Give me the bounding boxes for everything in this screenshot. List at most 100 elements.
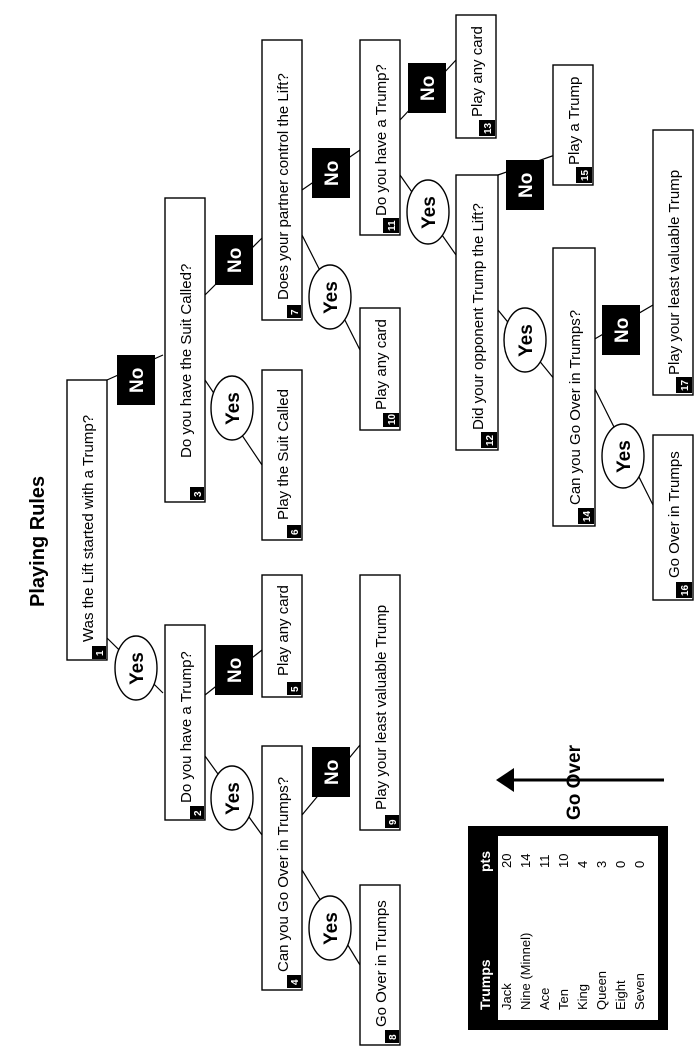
yes-label-4: Yes (308, 895, 352, 961)
node-9-number: 9 (388, 819, 399, 825)
node-10-number: 10 (387, 413, 398, 425)
node-2-number: 2 (193, 810, 204, 816)
node-9-badge-bg (385, 815, 399, 828)
node-17-text: Play your least valuable Trump (666, 170, 683, 375)
legend-row-name: Eight (613, 980, 628, 1010)
legend-row-pts: 20 (499, 854, 514, 868)
yes-oval (308, 264, 352, 330)
legend-row-name: Seven (632, 973, 647, 1010)
no-label-4: No (312, 747, 350, 797)
node-4-number: 4 (290, 979, 301, 985)
no-box (602, 305, 640, 355)
node-13-badge-bg (479, 120, 495, 136)
yes-text: Yes (223, 782, 244, 815)
node-8-number: 8 (388, 1034, 399, 1040)
node-7-number: 7 (290, 309, 301, 315)
node-17-box (652, 129, 694, 396)
yes-text: Yes (614, 440, 635, 473)
no-label-14: No (602, 305, 640, 355)
node-6-badge-bg (287, 525, 301, 538)
node-10: Play any card 10 (359, 307, 401, 431)
no-text: No (418, 76, 439, 101)
legend-body (498, 836, 658, 1020)
no-text: No (322, 161, 343, 186)
no-label-1: No (117, 355, 155, 405)
yes-label-7: Yes (308, 264, 352, 330)
node-10-box (359, 307, 401, 431)
node-15-text: Play a Trump (566, 77, 583, 165)
node-16-badge-bg (676, 582, 692, 598)
no-box (215, 235, 253, 285)
yes-label-14: Yes (601, 423, 645, 489)
node-7-box (261, 39, 303, 321)
node-14-text: Can you Go Over in Trumps? (567, 310, 584, 505)
no-label-12: No (506, 160, 544, 210)
legend-row-pts: 4 (575, 861, 590, 868)
no-label-11: No (408, 63, 446, 113)
node-5-text: Play any card (275, 585, 292, 676)
yes-oval (210, 375, 254, 441)
node-6-box (261, 369, 303, 541)
node-1: Was the Lift started with a Trump? 1 (66, 379, 108, 661)
yes-oval (210, 765, 254, 831)
no-box (215, 645, 253, 695)
node-14-badge-bg (578, 508, 594, 524)
node-6-number: 6 (290, 529, 301, 535)
node-3: Do you have the Suit Called? 3 (164, 197, 206, 503)
node-2: Do you have a Trump? 2 (164, 624, 206, 821)
node-8: Go Over in Trumps 8 (359, 884, 401, 1046)
node-2-text: Do you have a Trump? (178, 651, 195, 803)
page-title: Playing Rules (27, 476, 49, 607)
node-13-text: Play any card (469, 26, 486, 117)
yes-label-2: Yes (210, 765, 254, 831)
node-14: Can you Go Over in Trumps? 14 (552, 247, 596, 527)
legend-header-pts: pts (477, 851, 493, 872)
node-5: Play any card 5 (261, 574, 303, 698)
no-text: No (612, 318, 633, 343)
node-5-badge-bg (287, 682, 301, 695)
node-3-number: 3 (193, 491, 204, 497)
node-15-badge-bg (576, 167, 592, 183)
yes-text: Yes (223, 392, 244, 425)
no-text: No (225, 658, 246, 683)
no-label-3: No (215, 235, 253, 285)
node-16-number: 16 (680, 584, 691, 596)
no-text: No (516, 173, 537, 198)
yes-oval (308, 895, 352, 961)
node-11-text: Do you have a Trump? (373, 64, 390, 216)
node-11-number: 11 (387, 220, 398, 231)
yes-oval (601, 423, 645, 489)
node-4-badge-bg (287, 975, 301, 988)
no-box (312, 148, 350, 198)
node-12-text: Did your opponent Trump the Lift? (470, 203, 487, 430)
node-13: Play any card 13 (455, 14, 497, 139)
node-3-badge-bg (190, 487, 204, 500)
no-box (117, 355, 155, 405)
go-over-indicator: Go Over (496, 744, 664, 820)
yes-oval (114, 635, 158, 701)
node-16-text: Go Over in Trumps (666, 451, 683, 578)
yes-label-1: Yes (114, 635, 158, 701)
node-14-number: 14 (582, 510, 593, 522)
yes-label-12: Yes (503, 307, 547, 373)
node-4-box (261, 745, 303, 991)
node-1-number: 1 (95, 650, 106, 656)
node-10-text: Play any card (373, 319, 390, 410)
go-over-label: Go Over (564, 744, 585, 820)
node-2-box (164, 624, 206, 821)
legend-header-name: Trumps (477, 959, 493, 1010)
no-text: No (127, 368, 148, 393)
node-12-badge-bg (481, 432, 497, 448)
legend-row-pts: 0 (613, 861, 628, 868)
node-11-badge-bg (383, 218, 399, 233)
no-text: No (322, 760, 343, 785)
node-3-box (164, 197, 206, 503)
node-7-text: Does your partner control the Lift? (275, 73, 292, 300)
no-box (408, 63, 446, 113)
node-10-badge-bg (383, 413, 399, 427)
node-6-text: Play the Suit Called (275, 389, 292, 520)
node-4-text: Can you Go Over in Trumps? (275, 777, 292, 972)
node-12: Did your opponent Trump the Lift? 12 (455, 174, 499, 451)
yes-text: Yes (321, 281, 342, 314)
